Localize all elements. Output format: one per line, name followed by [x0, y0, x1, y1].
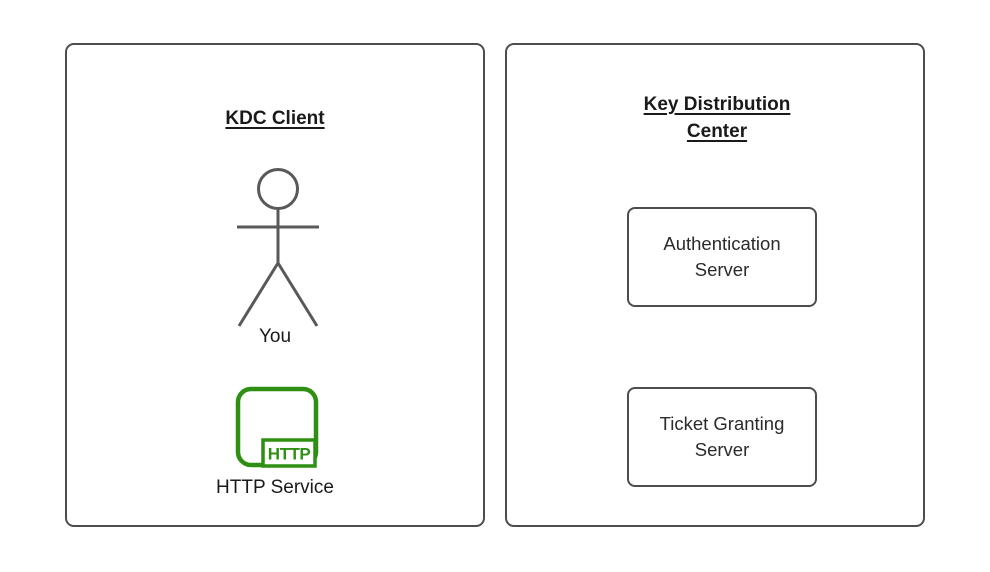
person-icon	[237, 168, 319, 327]
kdc-client-panel: KDC Client You HTTP HTTP Service	[65, 43, 485, 527]
http-service-icon: HTTP	[235, 386, 319, 468]
authentication-server-node: Authentication Server	[627, 207, 817, 307]
person-head	[257, 168, 299, 210]
person-left-leg	[237, 262, 280, 327]
authentication-server-label: Authentication Server	[663, 233, 781, 280]
kdc-client-title: KDC Client	[225, 108, 325, 129]
http-icon-badge-text: HTTP	[268, 445, 311, 464]
http-icon-badge	[261, 438, 317, 468]
person-label: You	[258, 326, 292, 347]
key-distribution-center-title: Key Distribution Center	[643, 94, 791, 142]
http-service-label: HTTP Service	[216, 477, 334, 498]
ticket-granting-server-node: Ticket Granting Server	[627, 387, 817, 487]
key-distribution-center-panel: Key Distribution Center Authentication S…	[505, 43, 925, 527]
person-right-leg	[276, 262, 319, 327]
ticket-granting-server-label: Ticket Granting Server	[659, 413, 785, 460]
